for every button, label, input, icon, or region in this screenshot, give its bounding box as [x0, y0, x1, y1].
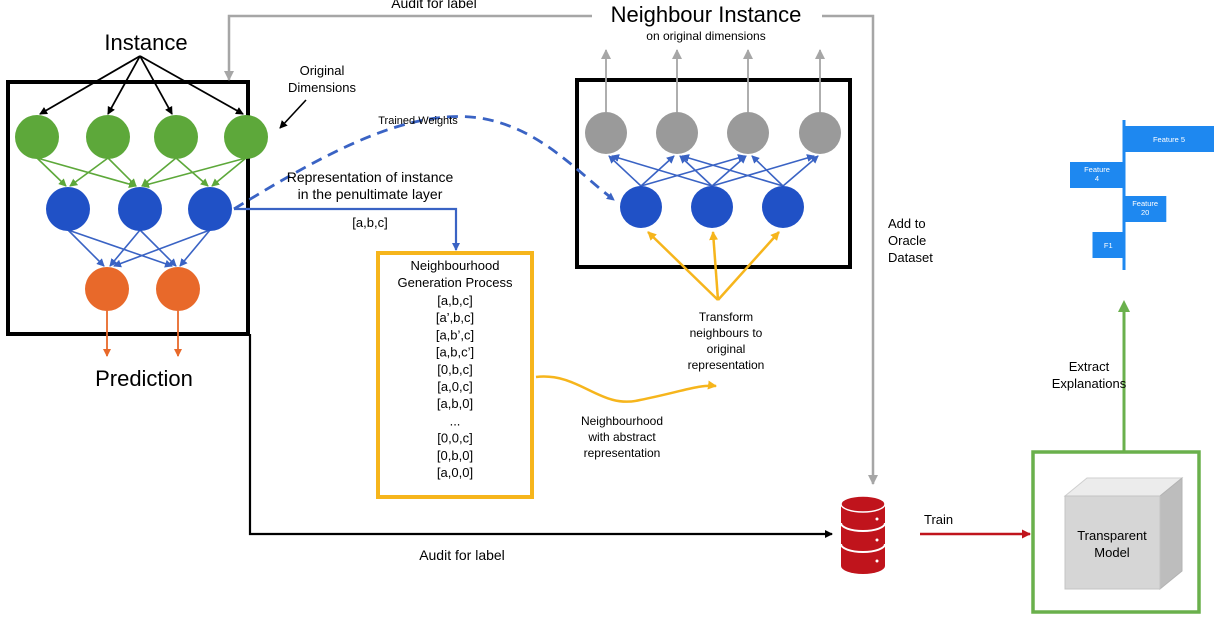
database-cylinder-icon — [840, 495, 886, 574]
neighbour-network-box — [575, 78, 852, 269]
neighbourhood-item: [a’,b,c] — [436, 310, 474, 325]
output-node — [85, 267, 129, 311]
transparent-model-label: Model — [1094, 545, 1130, 560]
prediction-label: Prediction — [95, 366, 193, 391]
neighbour-hidden-node — [620, 186, 662, 228]
neighbour-output-node — [799, 112, 841, 154]
input-node — [15, 115, 59, 159]
neighbourhood-item: [a,b,c] — [437, 293, 472, 308]
neighbourhood-abstract-label: Neighbourhood — [581, 414, 663, 428]
neighbourhood-box-title: Neighbourhood — [411, 258, 500, 273]
cube-icon — [1063, 476, 1184, 591]
input-node — [224, 115, 268, 159]
neighbour-output-node — [656, 112, 698, 154]
feature-bar-label: 20 — [1141, 208, 1149, 217]
trained-weights-arrow — [233, 115, 615, 211]
transform-label: original — [707, 342, 746, 356]
add-to-oracle-arrow — [822, 14, 878, 485]
audit-bottom-arrow — [248, 334, 833, 538]
hidden-node — [46, 187, 90, 231]
neighbour-output-arrows — [601, 49, 825, 112]
abstract-to-transform-arrow — [535, 375, 717, 403]
prediction-arrows — [103, 311, 182, 357]
train-label: Train — [924, 512, 953, 527]
add-to-oracle-label: Oracle — [888, 233, 926, 248]
representation-label: in the penultimate layer — [298, 186, 443, 202]
add-to-oracle-label: Add to — [888, 216, 926, 231]
neighbourhood-item-list: [a,b,c] [a’,b,c] [a,b’,c] [a,b,c’] [0,b,c] [a… — [436, 293, 474, 480]
instance-arrows — [39, 55, 244, 115]
neighbourhood-item: [a,b,0] — [437, 396, 473, 411]
representation-arrow — [234, 207, 460, 251]
input-node — [86, 115, 130, 159]
neighbour-instance-subtitle: on original dimensions — [646, 29, 765, 43]
transparent-model-label: Transparent — [1077, 528, 1147, 543]
transform-label: Transform — [699, 310, 753, 324]
neighbourhood-item: [a,b,c’] — [436, 345, 474, 360]
add-to-oracle-label: Dataset — [888, 250, 933, 265]
neighbourhood-box-title: Generation Process — [398, 275, 513, 290]
input-node — [154, 115, 198, 159]
neighbour-output-node — [727, 112, 769, 154]
feature-bar — [1070, 162, 1124, 188]
input-layer — [15, 115, 268, 159]
neighbourhood-item: [0,b,c] — [437, 362, 472, 377]
extract-explanations-label: Explanations — [1052, 376, 1127, 391]
extract-explanations-label: Extract — [1069, 359, 1110, 374]
neighbourhood-generation-box — [376, 251, 534, 499]
neighbour-instance-title: Neighbour Instance — [611, 2, 802, 27]
neighbour-hidden-node — [762, 186, 804, 228]
original-dimensions-pointer — [279, 99, 307, 129]
original-dimensions-label: Original — [300, 63, 345, 78]
transform-label: neighbours to — [690, 326, 763, 340]
feature-bar — [1124, 196, 1167, 222]
feature-bar-label: 4 — [1095, 174, 1099, 183]
audit-top-arrow — [224, 14, 592, 81]
representation-vector: [a,b,c] — [352, 215, 387, 230]
neighbourhood-item: [a,0,c] — [437, 379, 472, 394]
output-layer — [85, 267, 200, 311]
input-to-hidden-connections — [36, 157, 247, 189]
representation-label: Representation of instance — [287, 169, 454, 185]
hidden-node — [118, 187, 162, 231]
neighbour-hidden-node — [691, 186, 733, 228]
output-node — [156, 267, 200, 311]
neighbourhood-abstract-label: with abstract — [587, 430, 656, 444]
original-dimensions-label: Dimensions — [288, 80, 356, 95]
feature-bar-label: Feature — [1132, 199, 1158, 208]
feature-bar — [1124, 126, 1214, 152]
penultimate-layer — [46, 187, 232, 231]
neighbour-output-layer — [585, 112, 841, 154]
feature-bar-label: Feature 5 — [1153, 135, 1185, 144]
feature-bar-label: Feature — [1084, 165, 1110, 174]
trained-weights-label: Trained Weights — [378, 115, 458, 127]
audit-bottom-label: Audit for label — [419, 547, 505, 563]
neighbourhood-item: [0,b,0] — [437, 448, 473, 463]
feature-bar-label: F1 — [1104, 241, 1113, 250]
neighbourhood-item: ... — [450, 413, 461, 428]
audit-top-label: Audit for label — [391, 0, 477, 11]
neighbourhood-item: [a,0,0] — [437, 465, 473, 480]
neighbourhood-item: [0,0,c] — [437, 431, 472, 446]
neighbour-connections — [608, 154, 819, 187]
instance-label: Instance — [104, 30, 187, 55]
transform-label: representation — [688, 358, 765, 372]
neighbourhood-item: [a,b’,c] — [436, 327, 474, 342]
neighbour-output-node — [585, 112, 627, 154]
hidden-to-output-connections — [67, 229, 211, 268]
hidden-node — [188, 187, 232, 231]
neighbourhood-abstract-label: representation — [584, 446, 661, 460]
feature-bar — [1092, 232, 1124, 258]
transform-arrows — [647, 231, 780, 301]
neighbour-hidden-layer — [620, 186, 804, 228]
